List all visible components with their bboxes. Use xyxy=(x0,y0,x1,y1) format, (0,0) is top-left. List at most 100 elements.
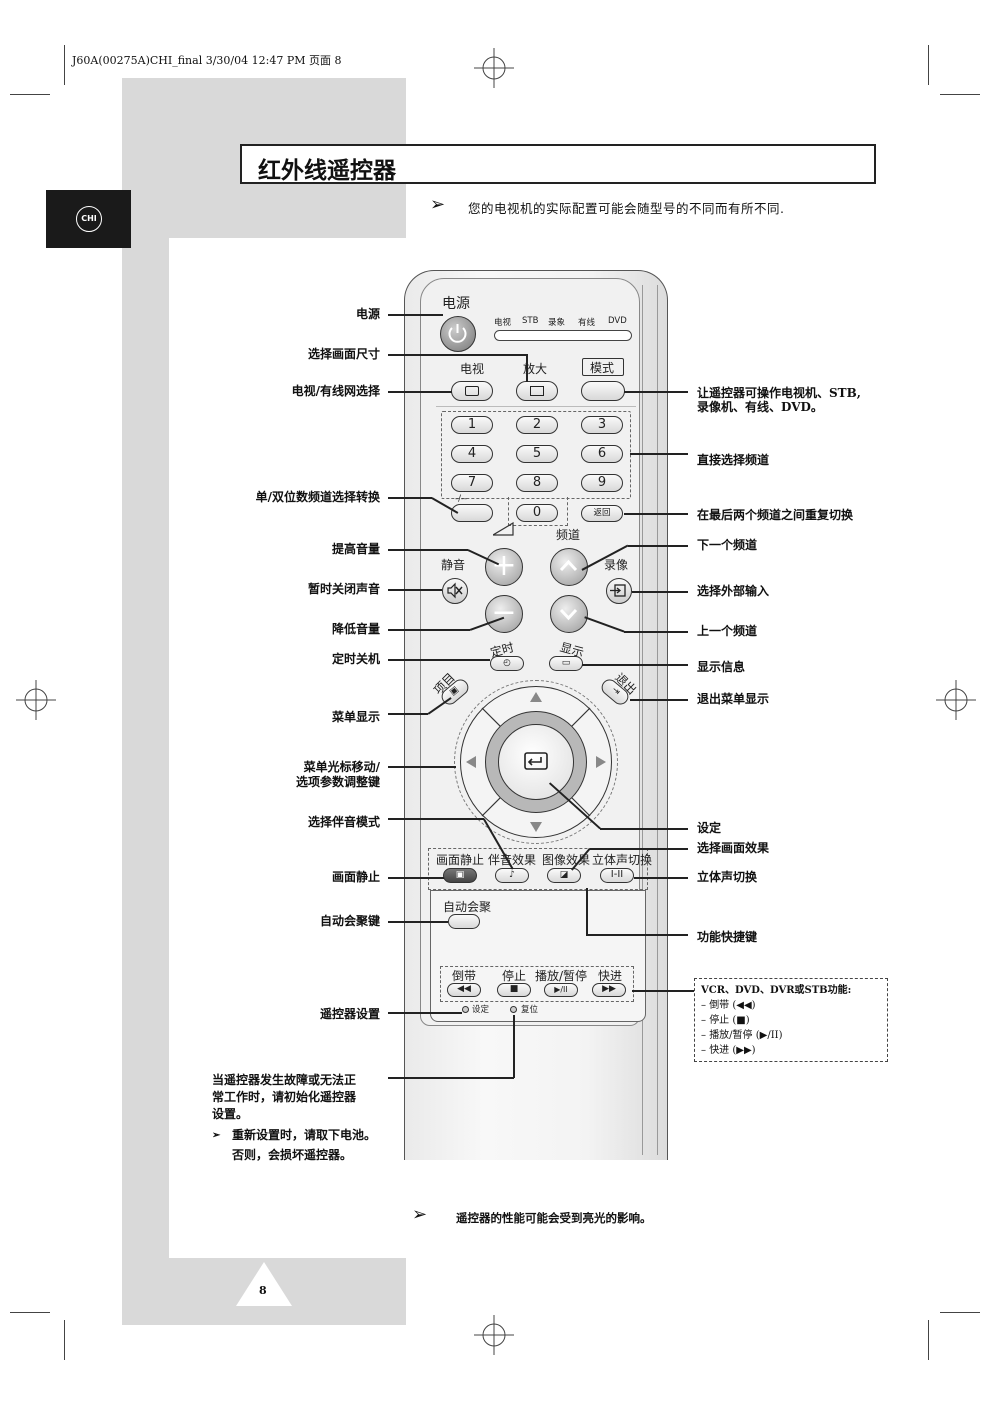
tv-zoom-panel xyxy=(436,354,636,407)
leader-line xyxy=(582,664,688,666)
chevron-up-icon xyxy=(559,559,578,572)
sound-mode-button[interactable]: ♪ xyxy=(495,868,529,883)
sound-effect-label: 伴音效果 xyxy=(488,853,537,867)
sound-icon: ♪ xyxy=(509,870,515,880)
digit-8-button[interactable]: 8 xyxy=(516,474,558,492)
still-label: 画面静止 xyxy=(436,853,485,867)
enter-button[interactable] xyxy=(498,724,574,800)
leader-line xyxy=(388,766,456,768)
source-button[interactable] xyxy=(606,578,632,604)
zoom-label: 放大 xyxy=(523,362,548,376)
leader-line xyxy=(388,877,444,879)
stereo-label: 立体声切换 xyxy=(592,853,653,867)
return-button[interactable]: 返回 xyxy=(581,505,623,522)
digit-9-button[interactable]: 9 xyxy=(581,474,623,492)
mute-button[interactable] xyxy=(442,578,468,604)
digit-4-button[interactable]: 4 xyxy=(451,445,493,463)
crop-mark xyxy=(10,94,50,95)
leader-line xyxy=(388,1077,514,1079)
label-sound-mode: 选择伴音模式 xyxy=(307,815,380,829)
volume-up-button[interactable]: + xyxy=(485,548,523,586)
label-picture-effect: 选择画面效果 xyxy=(697,841,770,855)
digit-7-button[interactable]: 7 xyxy=(451,474,493,492)
setup-label: 设定 xyxy=(472,1005,490,1015)
label-reset-note-1: 重新设置时，请取下电池。 xyxy=(232,1128,377,1142)
play-pause-button[interactable]: ▶/II xyxy=(544,983,578,997)
digit-0-button[interactable]: 0 xyxy=(516,504,558,522)
label-tv-cable: 电视/有线网选择 xyxy=(291,384,380,398)
digit-toggle-button[interactable] xyxy=(451,504,493,522)
digit-6-button[interactable]: 6 xyxy=(581,445,623,463)
reset-button[interactable] xyxy=(510,1006,517,1013)
source-icon xyxy=(610,584,626,597)
digit-2-button[interactable]: 2 xyxy=(516,416,558,434)
label-power: 电源 xyxy=(355,307,380,321)
label-source: 选择外部输入 xyxy=(697,584,770,598)
remote-power-label: 电源 xyxy=(442,296,470,312)
mode-tv: 电视 xyxy=(494,318,512,328)
mode-label: 模式 xyxy=(590,361,615,375)
footer-arrow-icon: ➢ xyxy=(412,1204,428,1225)
label-volume-up: 提高音量 xyxy=(331,542,380,556)
label-digit-toggle: 单/双位数频道选择转换 xyxy=(255,490,380,504)
mode-cable: 有线 xyxy=(578,318,596,328)
play-label: 播放/暂停 xyxy=(535,969,588,983)
leader-line xyxy=(630,453,688,455)
vcr-box-item: – 倒带 (◀◀) xyxy=(701,1000,756,1011)
leader-line xyxy=(630,699,688,701)
leader-line xyxy=(526,354,528,382)
stop-button[interactable]: ■ xyxy=(497,983,531,997)
channel-up-button[interactable] xyxy=(550,548,588,586)
label-channel-down: 上一个频道 xyxy=(697,624,758,638)
label-mode-2: 录像机、有线、DVD。 xyxy=(697,400,823,414)
digit-5-button[interactable]: 5 xyxy=(516,445,558,463)
leader-line xyxy=(388,1012,462,1014)
digit-1-button[interactable]: 1 xyxy=(451,416,493,434)
digit-3-button[interactable]: 3 xyxy=(581,416,623,434)
setup-button[interactable] xyxy=(462,1006,469,1013)
fast-forward-button[interactable]: ▶▶ xyxy=(592,983,626,997)
enter-icon xyxy=(524,752,548,770)
display-button[interactable]: ▭ xyxy=(549,656,583,671)
page-title: 红外线遥控器 xyxy=(258,157,396,184)
remote-slot xyxy=(642,285,658,1155)
label-picture-size: 选择画面尺寸 xyxy=(307,347,380,361)
leader-line xyxy=(388,354,526,356)
leader-line xyxy=(586,888,588,935)
vcr-box-item: – 停止 (■) xyxy=(701,1015,750,1026)
label-mute: 暂时关闭声音 xyxy=(307,582,380,596)
still-button[interactable]: ▣ xyxy=(443,868,477,883)
channel-down-button[interactable] xyxy=(550,595,588,633)
vcr-box-item: – 播放/暂停 (▶/II) xyxy=(701,1030,783,1041)
registration-mark-icon xyxy=(474,48,514,88)
mode-dvd: DVD xyxy=(608,316,627,326)
keypad-dotted-frame xyxy=(508,497,568,526)
leader-line xyxy=(388,921,448,923)
leader-line xyxy=(586,934,688,936)
label-reset-2: 常工作时，请初始化遥控器 xyxy=(212,1090,357,1104)
leader-line xyxy=(388,391,452,393)
label-reset-note-2: 否则，会损坏遥控器。 xyxy=(232,1148,353,1162)
stereo-button[interactable]: I-II xyxy=(600,868,634,883)
header-print-info: J60A(00275A)CHI_final 3/30/04 12:47 PM 页… xyxy=(72,54,342,67)
volume-down-button[interactable]: − xyxy=(485,595,523,633)
rew-label: 倒带 xyxy=(452,969,477,983)
crop-mark xyxy=(940,1312,980,1313)
mode-indicator-bar xyxy=(494,330,632,341)
leader-line xyxy=(590,848,688,850)
crop-mark xyxy=(64,1320,65,1360)
picture-effect-button[interactable]: ◪ xyxy=(547,868,581,883)
label-exit: 退出菜单显示 xyxy=(697,692,770,706)
vcr-box-title: VCR、DVD、DVR或STB功能: xyxy=(701,985,852,996)
label-volume-down: 降低音量 xyxy=(331,622,380,636)
timer-button[interactable]: ◴ xyxy=(490,656,524,671)
vcr-box-item-text: 倒带 (◀◀) xyxy=(709,1000,756,1011)
mode-vcr: 录象 xyxy=(548,318,566,328)
power-button[interactable] xyxy=(440,316,476,352)
crop-mark xyxy=(64,45,65,85)
leader-line xyxy=(388,497,432,499)
rewind-button[interactable]: ◀◀ xyxy=(447,983,481,997)
auto-program-button[interactable] xyxy=(448,914,480,929)
picture-size-button[interactable] xyxy=(516,381,558,401)
crop-mark xyxy=(940,94,980,95)
